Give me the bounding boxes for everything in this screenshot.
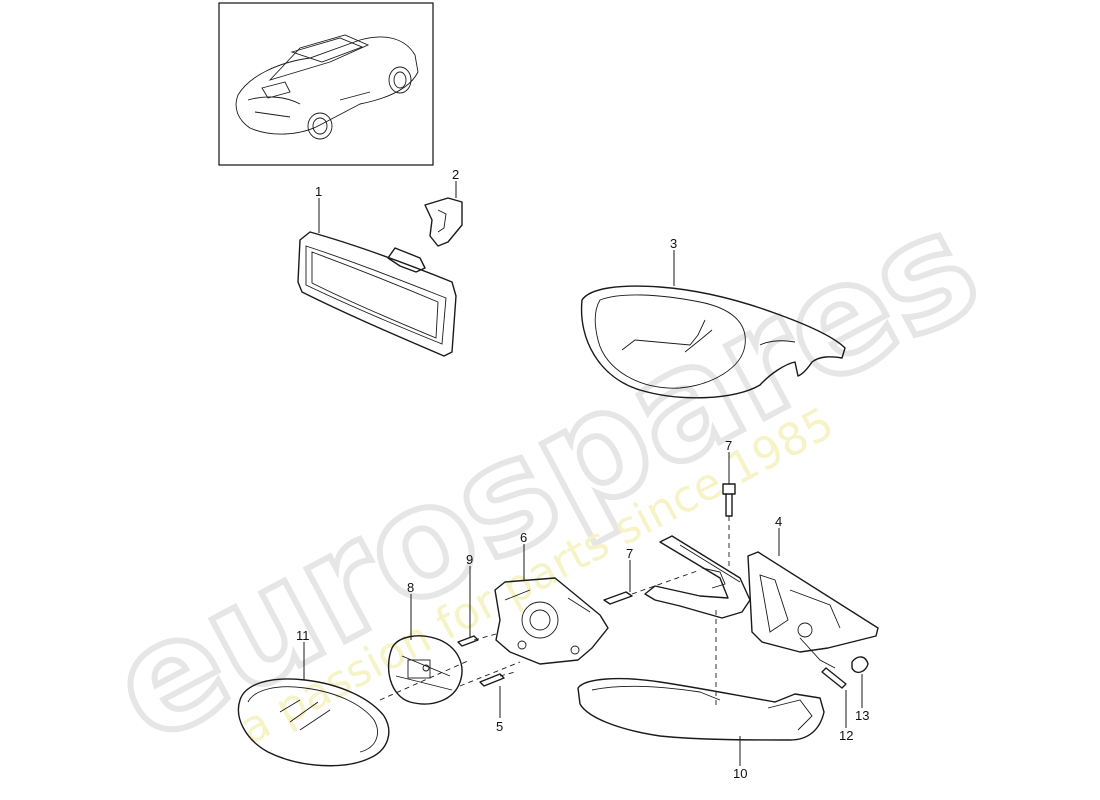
callout-7-lower: 7 bbox=[626, 546, 633, 561]
watermark-brand: eurospares bbox=[85, 178, 1004, 777]
car-thumbnail bbox=[218, 2, 434, 166]
callout-11: 11 bbox=[296, 628, 310, 643]
callout-3: 3 bbox=[670, 236, 677, 251]
callout-1: 1 bbox=[315, 184, 322, 199]
part-interior-mirror bbox=[297, 231, 457, 357]
callout-labels: 1 2 3 4 5 6 7 7 8 9 10 11 12 13 bbox=[296, 167, 869, 781]
part-mirror-glass bbox=[237, 678, 390, 767]
leader-lines bbox=[303, 181, 863, 766]
screw-12 bbox=[821, 667, 847, 689]
callout-9: 9 bbox=[466, 552, 473, 567]
screw-5 bbox=[479, 673, 505, 687]
washer-13 bbox=[851, 656, 869, 674]
part-lower-cover bbox=[577, 677, 825, 741]
callout-5: 5 bbox=[496, 719, 503, 734]
callout-13: 13 bbox=[855, 708, 869, 723]
callout-12: 12 bbox=[839, 728, 853, 743]
part-mount-clip bbox=[424, 197, 463, 247]
part-base-bracket bbox=[747, 551, 879, 669]
part-mirror-frame bbox=[644, 535, 751, 619]
part-motor-housing bbox=[494, 577, 609, 665]
screws bbox=[457, 483, 869, 689]
callout-8: 8 bbox=[407, 580, 414, 595]
callout-6: 6 bbox=[520, 530, 527, 545]
screw-7-lower bbox=[603, 591, 633, 605]
callout-2: 2 bbox=[452, 167, 459, 182]
callout-4: 4 bbox=[775, 514, 782, 529]
callout-7-upper: 7 bbox=[725, 438, 732, 453]
screw-9 bbox=[457, 635, 479, 647]
part-mirror-cover bbox=[580, 285, 846, 399]
assembly-lines bbox=[379, 516, 730, 706]
watermark: eurospares a passion for parts since 198… bbox=[82, 175, 1007, 780]
callout-10: 10 bbox=[733, 766, 747, 781]
